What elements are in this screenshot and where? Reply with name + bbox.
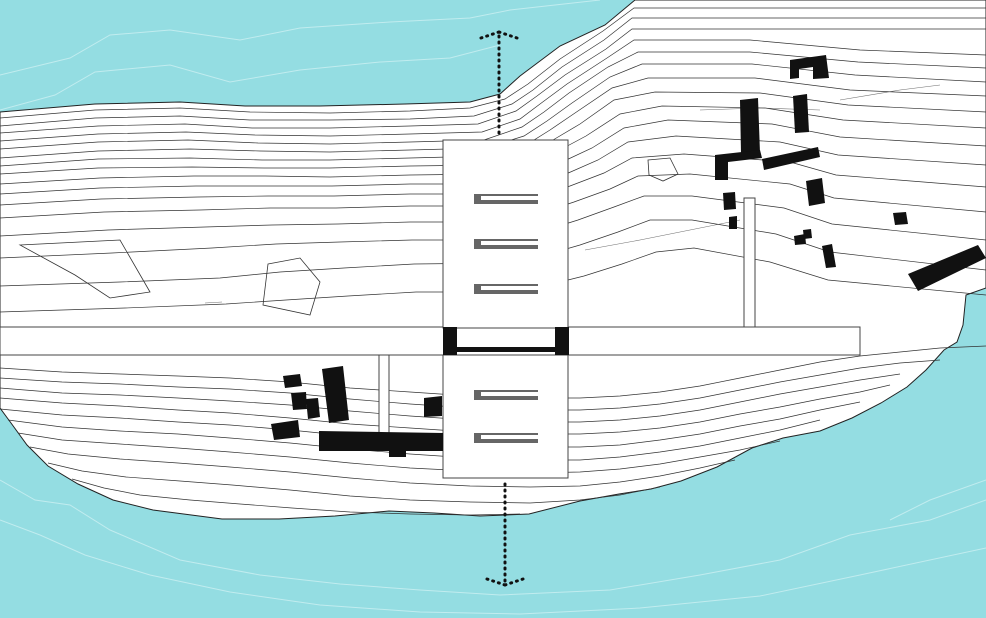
south-axis-arrow	[482, 482, 528, 587]
north-road-stub	[743, 197, 756, 328]
building-footprints	[271, 55, 986, 457]
north-axis-arrow	[476, 30, 522, 135]
platform-openings	[474, 194, 538, 443]
south-road-stub	[378, 354, 390, 435]
north-platform	[442, 139, 569, 329]
bridge-frame	[443, 327, 569, 355]
horizontal-road	[0, 326, 861, 356]
south-platform	[442, 354, 569, 479]
contour-lines	[0, 7, 986, 516]
